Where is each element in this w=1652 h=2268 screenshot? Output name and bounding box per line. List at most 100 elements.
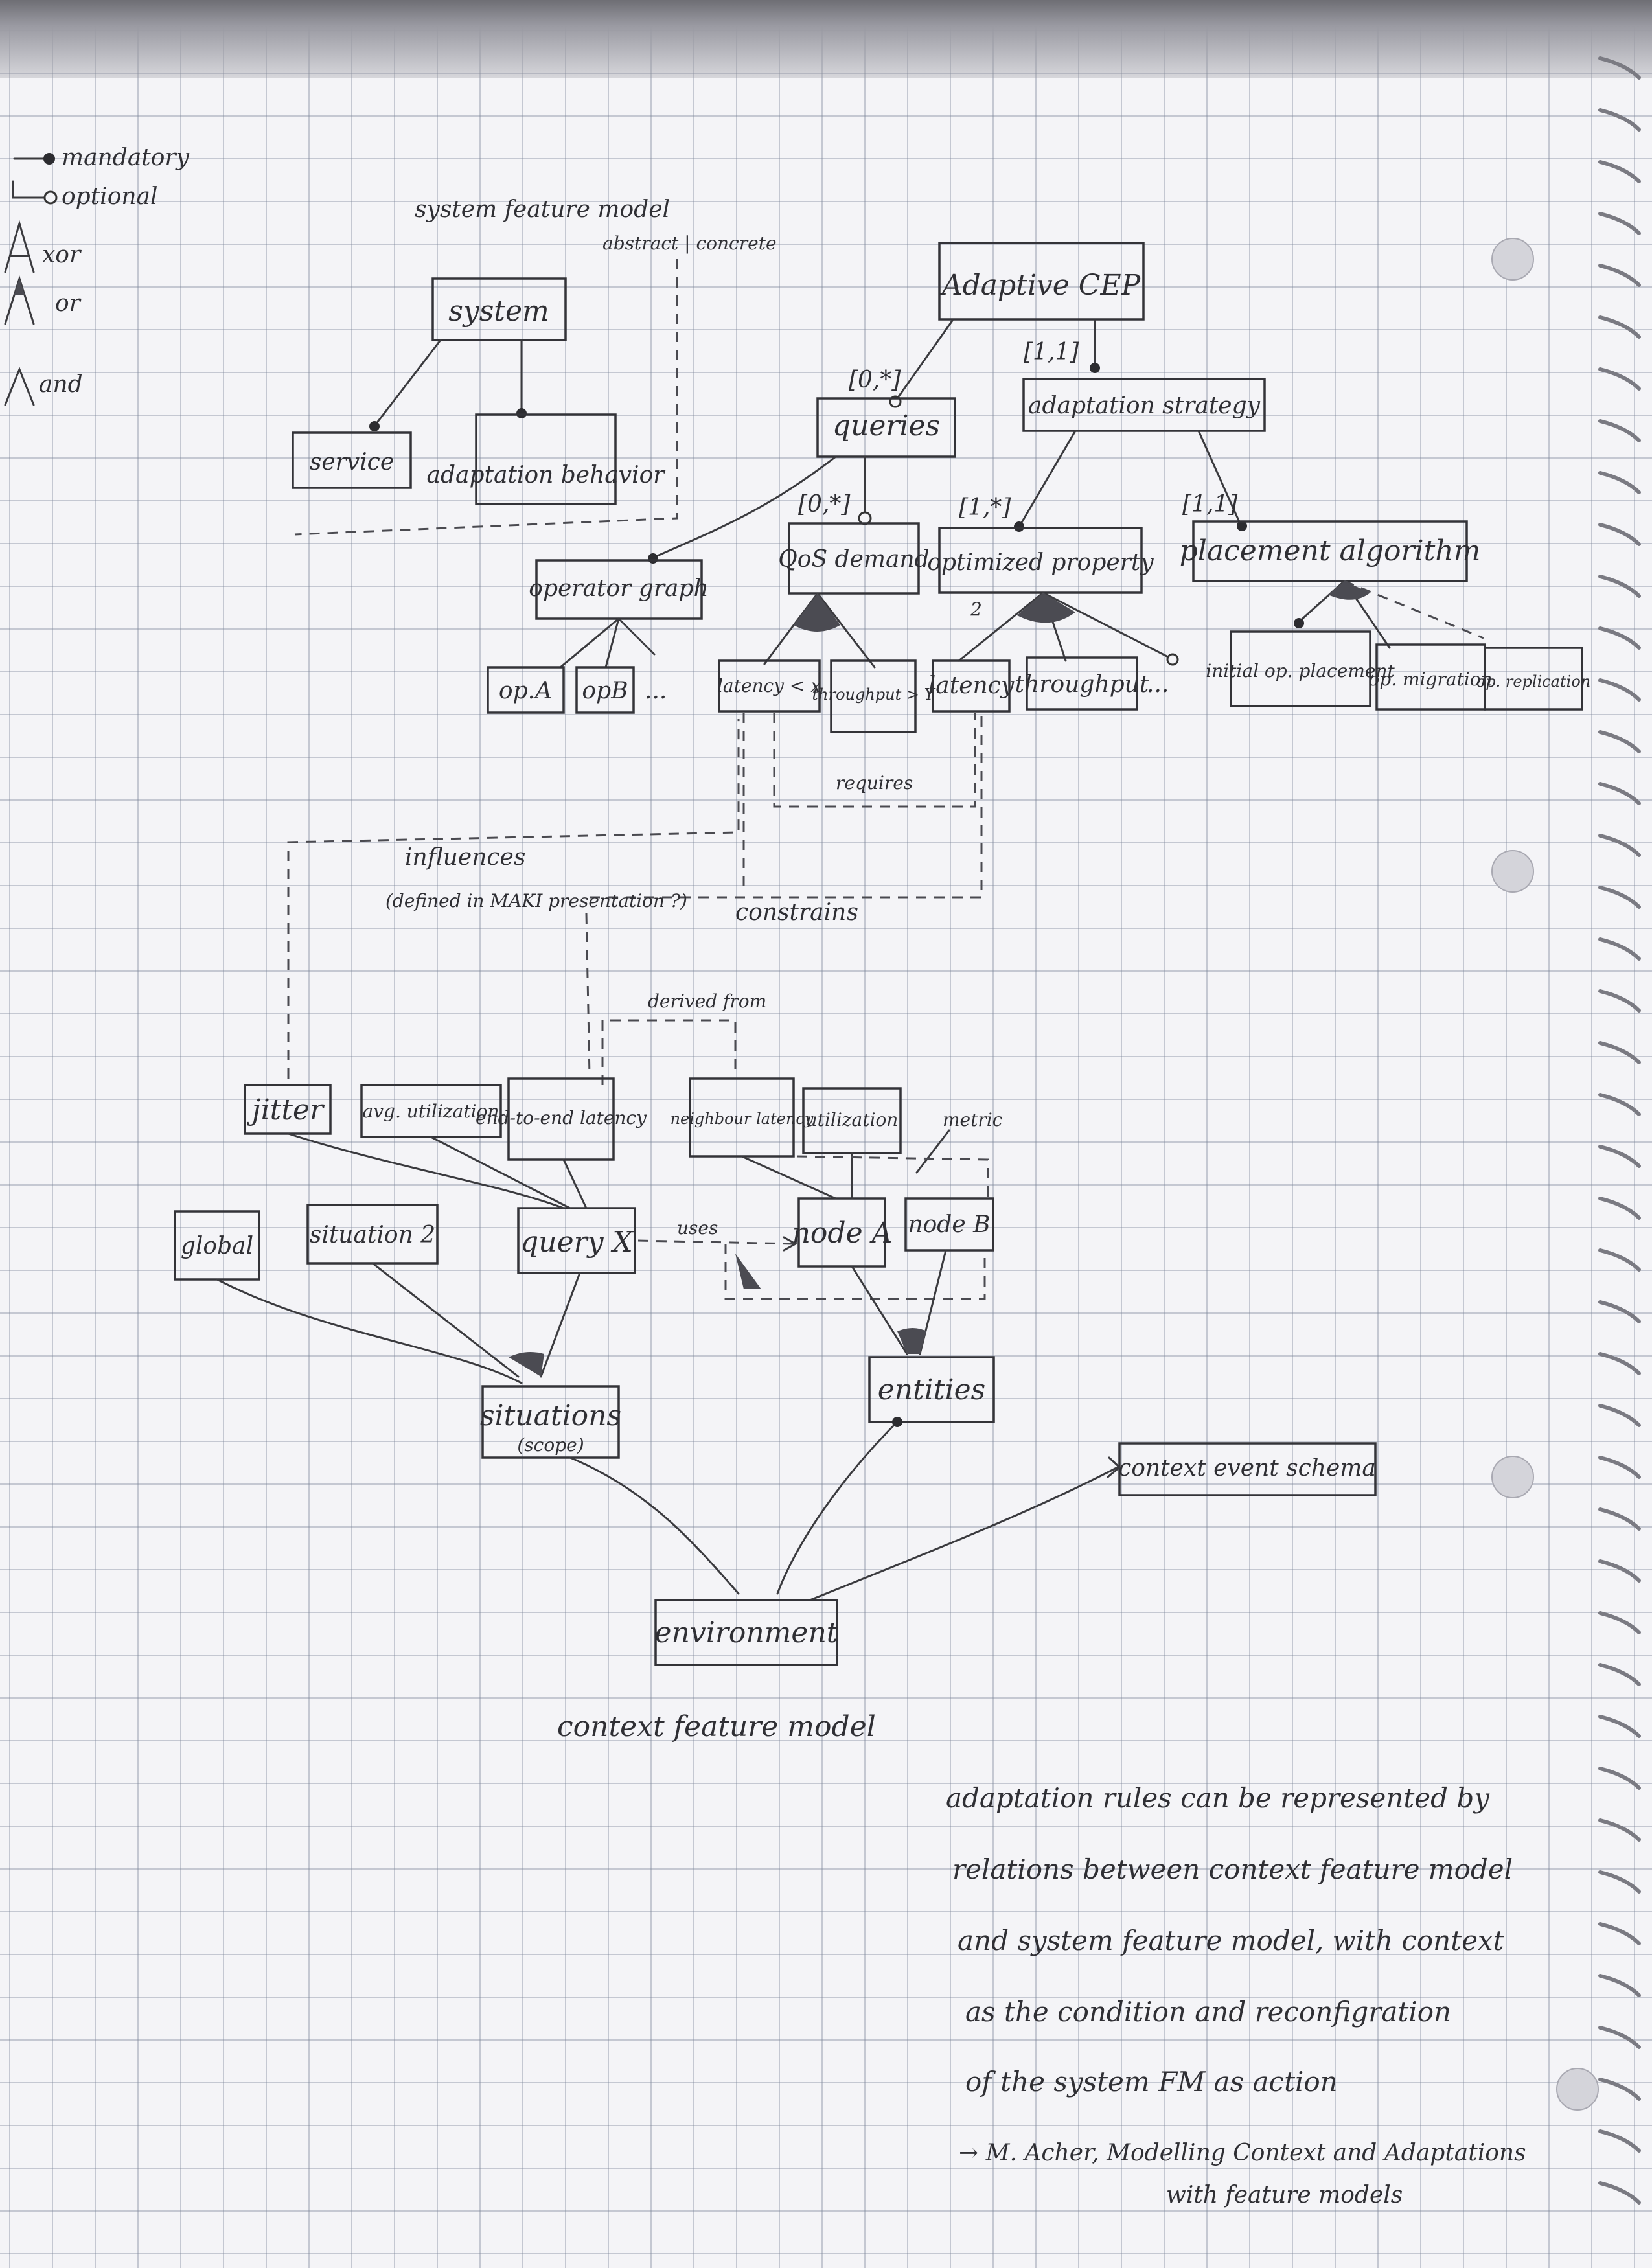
cardinality-two: 2 [970, 599, 982, 620]
punch-hole [1491, 850, 1534, 893]
optimized-property-label: optimized property [927, 549, 1154, 576]
system-box [431, 277, 567, 341]
situations-label: situations [480, 1399, 621, 1432]
influences-relation [287, 719, 740, 1079]
adaptive-cep-label: Adaptive CEP [939, 269, 1141, 302]
page-top-shadow [0, 0, 1652, 78]
throughput-gt-y-box [830, 659, 917, 733]
adaptation-behavior-label: adaptation behavior [427, 462, 666, 488]
utilization-label: utilization [806, 1109, 899, 1130]
adaptation-strategy-box [1022, 378, 1266, 432]
optimized-property-box [938, 527, 1143, 594]
scope-label: (scope) [517, 1434, 584, 1456]
metric-relation [724, 1155, 989, 1300]
context-event-schema-label: context event schema [1118, 1455, 1376, 1482]
legend-and: and [39, 371, 83, 398]
entities-box [868, 1356, 995, 1423]
environment-label: environment [655, 1616, 838, 1649]
throughput-label: throughput [1015, 671, 1149, 698]
initial-placement-box [1230, 630, 1371, 707]
qos-cardinality: [0,*] [798, 491, 851, 518]
avg-utilization-label: avg. utilization [363, 1101, 499, 1122]
adaptation-behavior-box [475, 413, 617, 505]
operator-graph-label: operator graph [529, 575, 708, 602]
placement-algorithm-box [1192, 520, 1468, 582]
context-event-schema-box [1118, 1442, 1377, 1496]
punch-hole [1491, 1456, 1534, 1498]
op-b-box [575, 666, 635, 714]
queries-box [816, 397, 956, 458]
note-line-3: and system feature model, with context [958, 1925, 1504, 1956]
legend-optional: optional [62, 183, 158, 210]
op-replication-box [1484, 647, 1583, 711]
context-fm-title: context feature model [557, 1710, 876, 1743]
situations-box [481, 1385, 620, 1459]
service-label: service [310, 449, 394, 475]
query-x-label: query X [520, 1226, 634, 1259]
note-line-4: as the condition and reconfigration [965, 1996, 1451, 2028]
initial-placement-label: initial op. placement [1206, 660, 1395, 682]
op-migration-label: op. migration [1368, 669, 1492, 690]
derived-from-label: derived from [648, 991, 766, 1012]
reference-line-2: with feature models [1166, 2182, 1403, 2208]
environment-box [654, 1599, 838, 1666]
qos-demand-box [788, 522, 920, 595]
derived-from-relation [601, 1019, 737, 1085]
queries-cardinality: [0,*] [849, 367, 901, 393]
op-a-box [487, 666, 565, 714]
influences-note: (defined in MAKI presentation ?) [385, 890, 687, 911]
node-a-label: node A [792, 1217, 893, 1250]
punch-hole [1491, 238, 1534, 281]
queries-label: queries [832, 409, 940, 442]
constrains-relation [590, 713, 983, 899]
latency-box [932, 659, 1011, 713]
abstract-concrete-separator [294, 259, 678, 536]
punch-hole [1556, 2068, 1599, 2111]
metric-label: metric [943, 1109, 1003, 1130]
query-x-box [517, 1207, 636, 1274]
requires-label: requires [836, 772, 913, 794]
system-label: system [448, 295, 549, 328]
influences-label: influences [405, 844, 525, 871]
placement-cardinality: [1,1] [1182, 491, 1238, 518]
uses-label: uses [677, 1217, 718, 1239]
adaptive-cep-box [938, 242, 1145, 321]
note-line-2: relations between context feature model [952, 1853, 1513, 1885]
entities-label: entities [878, 1373, 986, 1406]
system-fm-title: system feature model [415, 196, 670, 223]
op-a-label: op.A [499, 678, 552, 704]
notes: adaptation rules can be represented by r… [946, 1782, 1526, 2208]
throughput-ellipsis: ... [1147, 671, 1169, 698]
op-ellipsis: ... [645, 678, 667, 704]
service-box [292, 431, 412, 489]
placement-algorithm-label: placement algorithm [1180, 534, 1481, 567]
spiral-binding [1598, 56, 1641, 2205]
latency-label: latency [928, 672, 1015, 699]
legend-or: or [55, 290, 82, 317]
adaptation-strategy-cardinality: [1,1] [1024, 339, 1079, 365]
node-b-label: node B [908, 1211, 990, 1238]
reference-line-1: → M. Acher, Modelling Context and Adapta… [959, 2140, 1526, 2166]
adaptation-strategy-label: adaptation strategy [1028, 393, 1261, 419]
qos-demand-label: QoS demand [778, 546, 929, 573]
legend: mandatory optional xor or and [4, 144, 190, 406]
note-line-5: of the system FM as action [965, 2066, 1338, 2098]
neighbour-latency-label: neighbour latency [671, 1110, 814, 1128]
jitter-label: jitter [246, 1094, 325, 1127]
op-b-label: opB [582, 678, 628, 704]
situation2-label: situation 2 [310, 1222, 435, 1248]
node-b-box [904, 1197, 994, 1252]
node-a-box [797, 1197, 886, 1268]
end-to-end-latency-label: end-to-end latency [476, 1107, 647, 1128]
global-label: global [181, 1233, 253, 1259]
optimized-cardinality: [1,*] [959, 494, 1011, 521]
throughput-box [1026, 656, 1138, 711]
constrains-label: constrains [735, 899, 858, 926]
legend-xor: xor [42, 242, 82, 268]
latency-lt-x-label: latency < x [717, 675, 821, 696]
latency-lt-x-box [718, 659, 821, 713]
uses-relation [637, 1239, 794, 1245]
abstract-concrete-label: abstract | concrete [602, 233, 777, 254]
